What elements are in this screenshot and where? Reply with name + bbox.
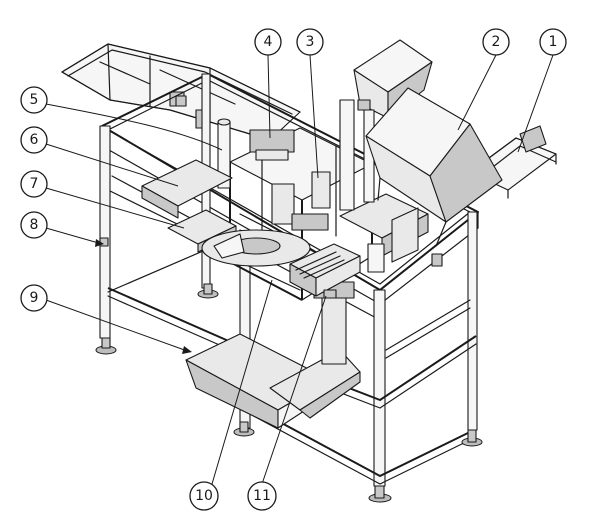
callout-4-label: 4 xyxy=(264,34,273,50)
leader-6 xyxy=(45,143,179,187)
leader-11 xyxy=(261,295,327,485)
arrowhead-9 xyxy=(182,346,192,354)
vertical-rod xyxy=(217,118,231,189)
callout-5: 5 xyxy=(20,86,48,114)
callout-7-label: 7 xyxy=(30,176,39,192)
callout-9: 9 xyxy=(20,284,48,312)
callout-11-label: 11 xyxy=(253,488,271,504)
callout-3: 3 xyxy=(296,28,324,56)
hopper-box xyxy=(365,87,503,247)
rear-chute-frame xyxy=(61,43,301,141)
cutting-unit xyxy=(289,243,361,299)
leader-8 xyxy=(45,227,103,245)
leader-3 xyxy=(309,54,319,179)
leader-5 xyxy=(45,103,223,151)
callout-10: 10 xyxy=(189,481,219,511)
callout-2-label: 2 xyxy=(492,34,501,50)
leader-2 xyxy=(457,54,497,131)
callout-1-label: 1 xyxy=(549,34,558,50)
callout-2: 2 xyxy=(482,28,510,56)
callout-7: 7 xyxy=(20,170,48,198)
arrowhead-8 xyxy=(95,239,104,247)
leader-lines xyxy=(45,54,554,485)
brackets xyxy=(99,95,443,267)
callout-11: 11 xyxy=(247,481,277,511)
leader-9 xyxy=(45,299,191,353)
rotary-disc xyxy=(201,229,311,267)
callout-6: 6 xyxy=(20,126,48,154)
callout-3-label: 3 xyxy=(306,34,315,50)
leader-7 xyxy=(45,187,185,229)
callout-1: 1 xyxy=(539,28,567,56)
callout-4: 4 xyxy=(254,28,282,56)
leader-10 xyxy=(211,279,273,485)
leader-1 xyxy=(517,54,554,153)
callout-8: 8 xyxy=(20,211,48,239)
adjustable-feet xyxy=(95,283,483,503)
leader-4 xyxy=(267,54,271,139)
callout-10-label: 10 xyxy=(195,488,213,504)
callout-5-label: 5 xyxy=(30,92,39,108)
callout-9-label: 9 xyxy=(30,290,39,306)
right-inner-plates xyxy=(339,193,429,273)
callout-8-label: 8 xyxy=(30,217,39,233)
callout-6-label: 6 xyxy=(30,132,39,148)
